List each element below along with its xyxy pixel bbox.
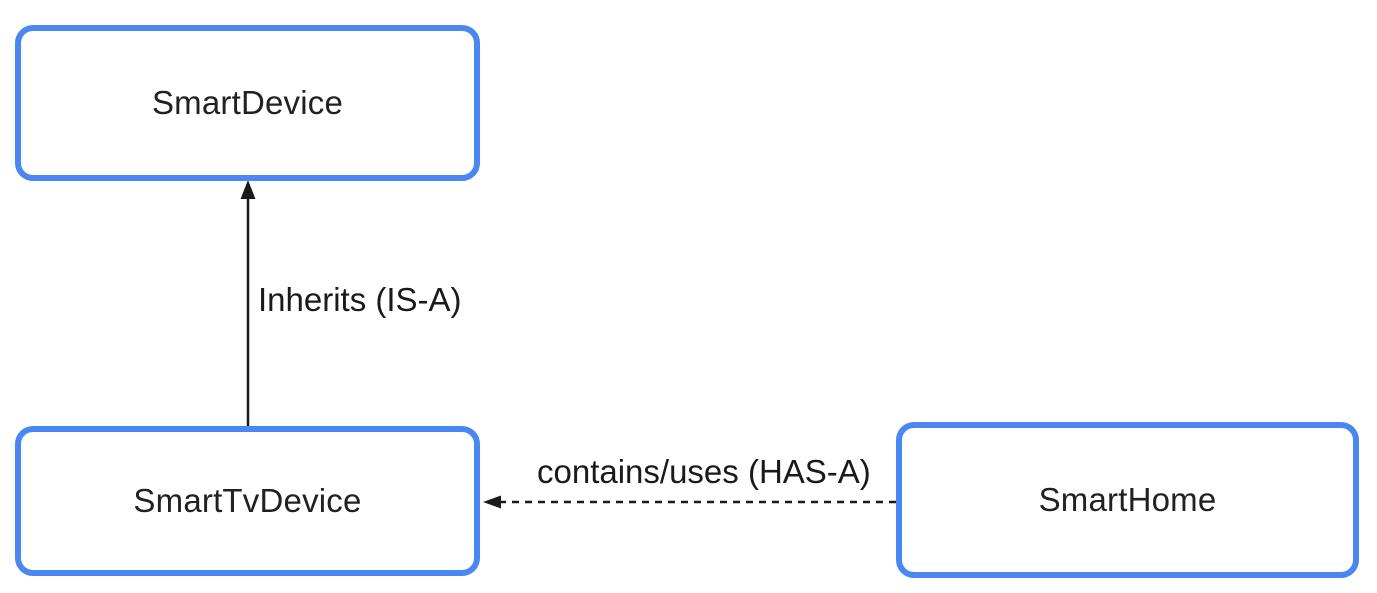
node-smart-tv-device: SmartTvDevice <box>15 426 480 576</box>
inheritance-arrow <box>240 180 256 427</box>
node-smart-device-label: SmartDevice <box>151 84 344 121</box>
node-smart-home-label: SmartHome <box>1038 481 1217 518</box>
node-smart-home: SmartHome <box>896 422 1359 578</box>
composition-edge-label: contains/uses (HAS-A) <box>537 453 871 490</box>
composition-arrow <box>483 495 896 509</box>
inheritance-edge-label: Inherits (IS-A) <box>258 281 462 318</box>
node-smart-device: SmartDevice <box>15 25 480 181</box>
node-smart-tv-device-label: SmartTvDevice <box>133 482 362 519</box>
